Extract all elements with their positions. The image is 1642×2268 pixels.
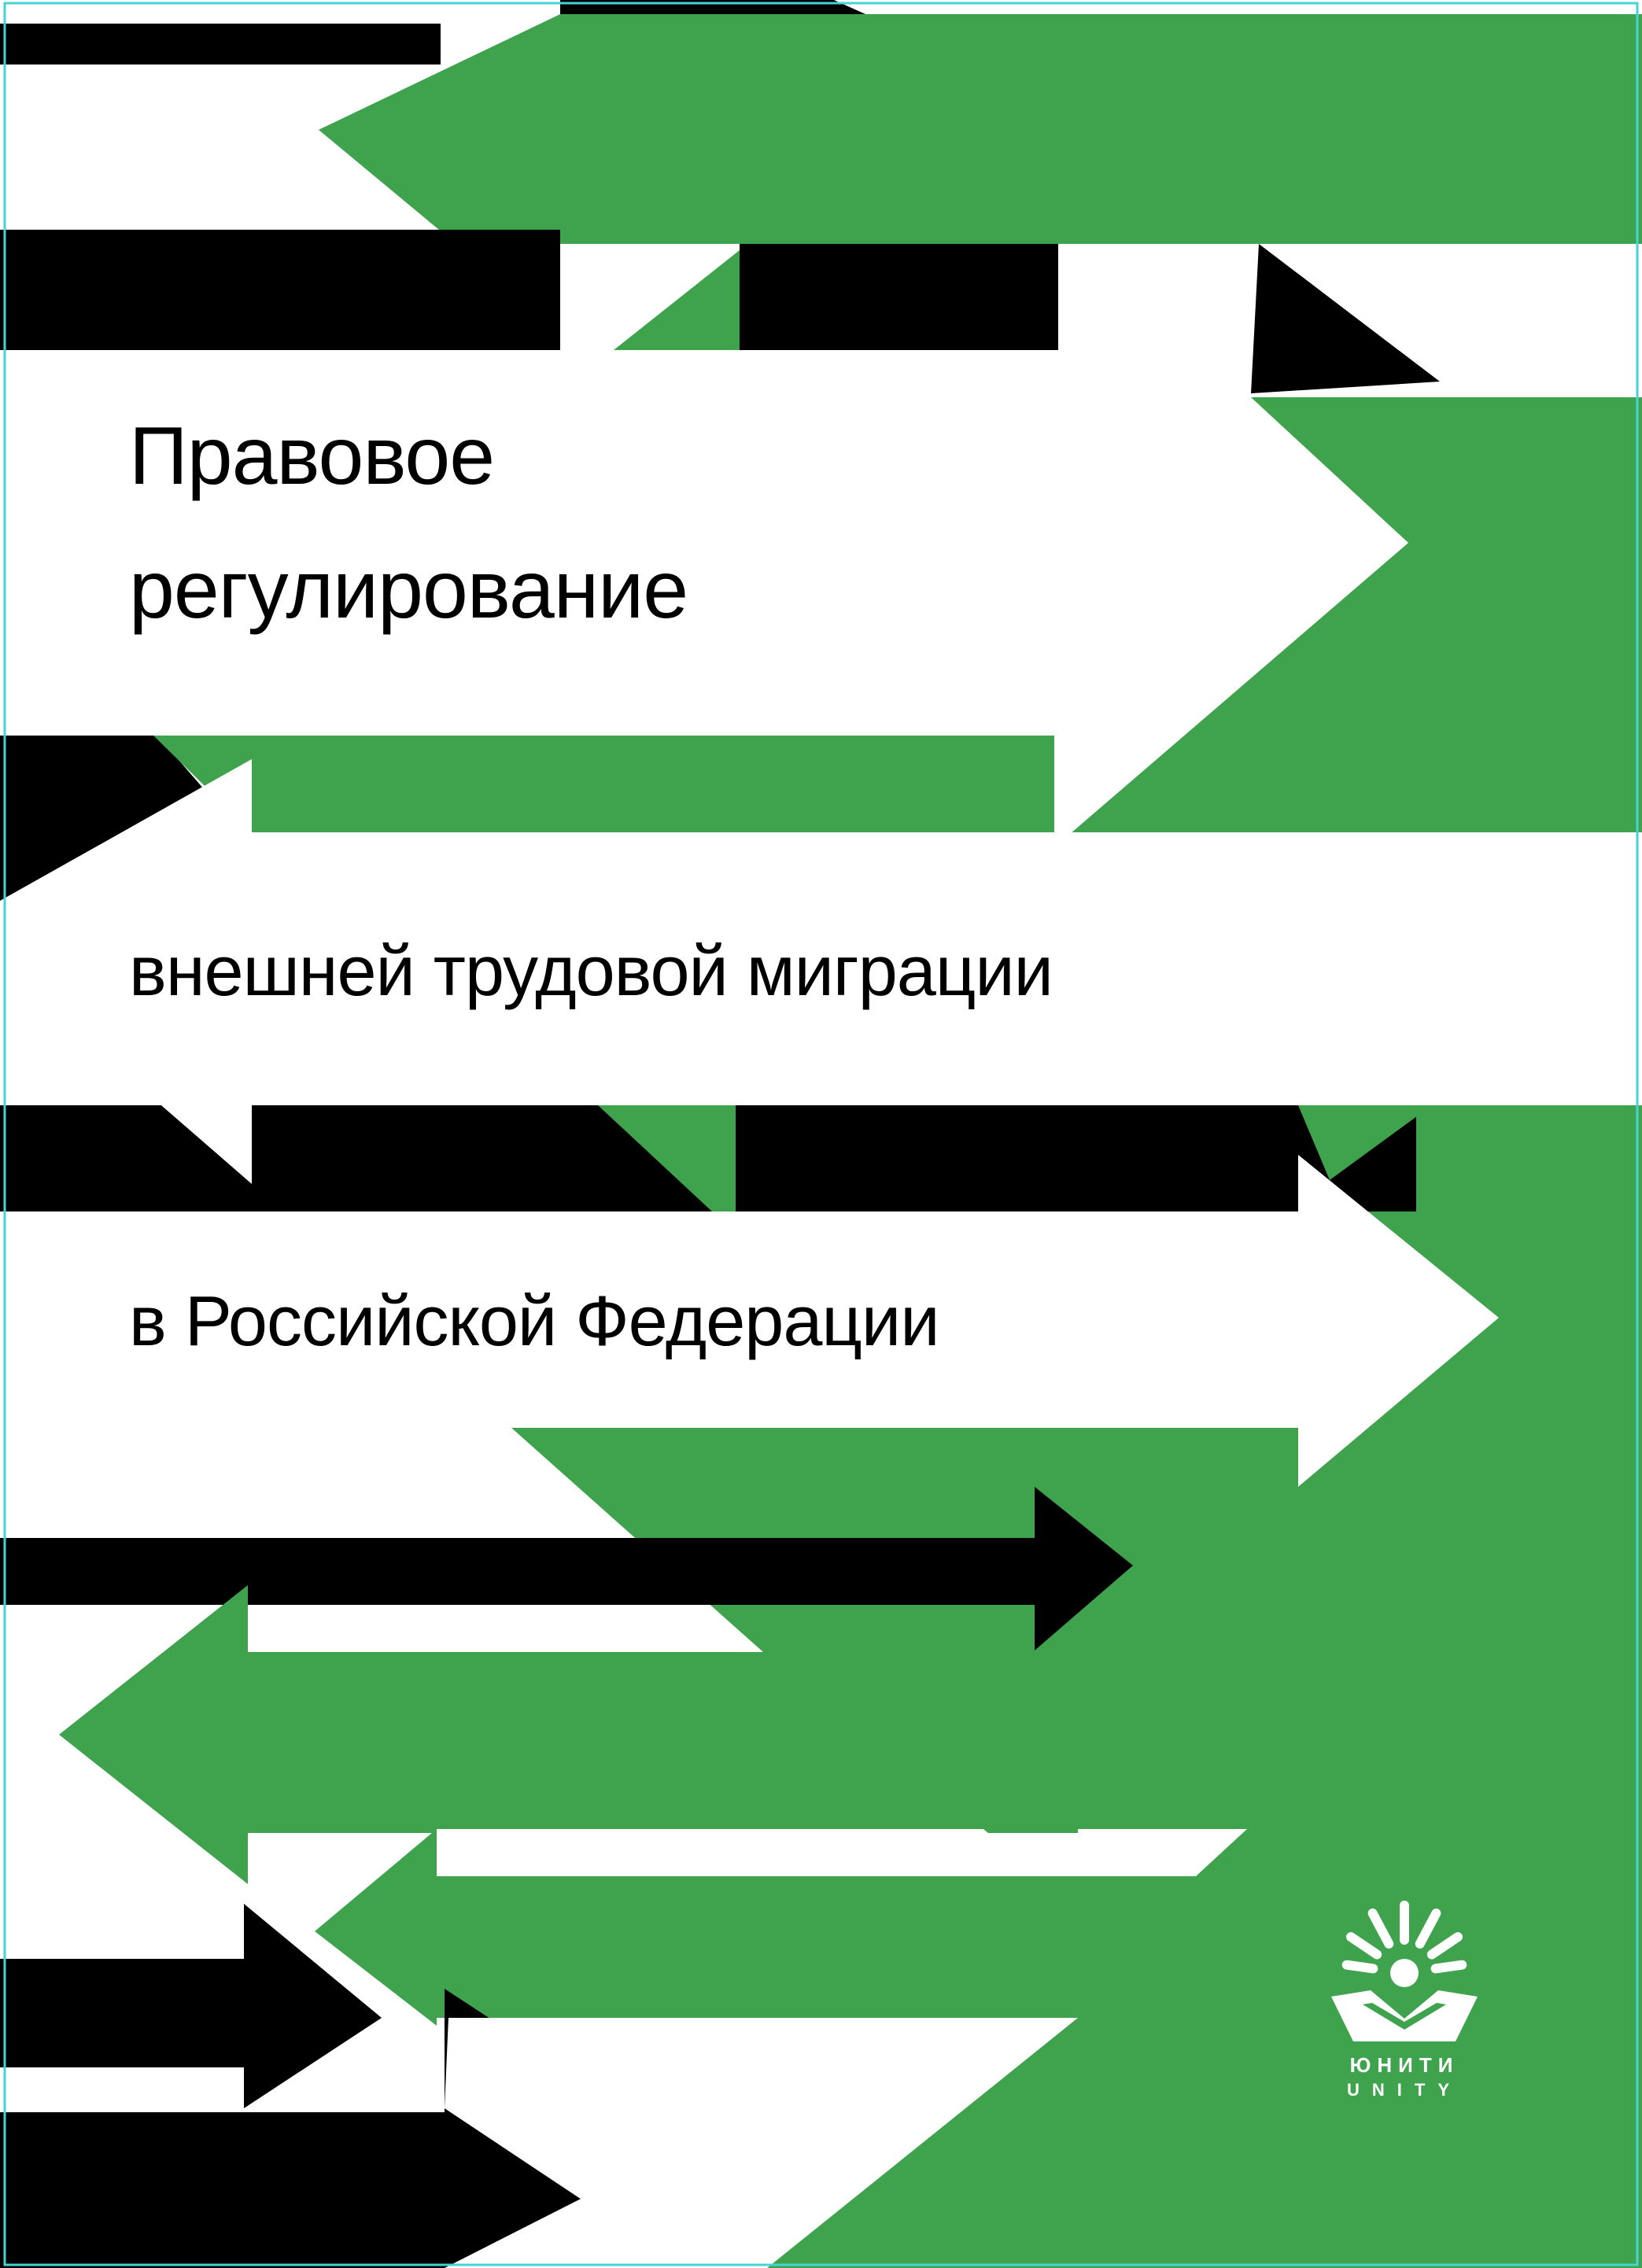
white-arrow-left-subtitle — [0, 759, 1642, 1184]
black-band-top — [0, 24, 441, 65]
green-band-mid — [153, 736, 1054, 832]
green-block-right-2 — [787, 1105, 1642, 2268]
white-arrow-right-region — [0, 1155, 1499, 1487]
white-wedge-bottom — [445, 2018, 1078, 2268]
book-title-line-4: в Российской Федерации — [129, 1282, 939, 1361]
green-block-right-1 — [1070, 397, 1642, 834]
white-strip-low — [437, 1829, 1039, 1876]
white-strip-low-b — [1078, 1829, 1247, 1876]
white-strip-lower-left — [0, 2067, 244, 2080]
black-shape-lower-left — [0, 1904, 382, 2108]
green-arrow-left-low — [59, 1585, 1180, 1884]
black-band-2 — [0, 230, 560, 350]
black-arrow-tip-2 — [1251, 244, 1440, 393]
black-band-2-right — [740, 244, 1058, 350]
book-title-line-3: внешней трудовой миграции — [129, 932, 1053, 1011]
green-bottom-right — [767, 2018, 1642, 2268]
green-arrow-left-top — [319, 14, 1642, 330]
frame-border — [3, 2, 1639, 2266]
publisher-logo: ЮНИТИ UNITY — [1322, 1880, 1487, 2099]
green-notch-2 — [614, 250, 740, 350]
white-arrow-right-title — [0, 250, 1408, 834]
green-notch-low-1b — [1298, 1105, 1432, 1180]
book-title-line-1: Правовое — [129, 411, 495, 502]
book-title-line-2: регулирование — [129, 544, 688, 636]
publisher-name-ru: ЮНИТИ — [1349, 2053, 1459, 2077]
green-arrow-left-low-2 — [315, 1829, 1338, 2026]
green-notch-low-1a — [598, 1105, 736, 1211]
publisher-name-en: UNITY — [1347, 2080, 1462, 2100]
black-arrow-right-low — [0, 1487, 1133, 1650]
unity-sunburst-logo-icon — [1331, 1901, 1478, 2041]
black-wedge-mid — [0, 736, 236, 903]
